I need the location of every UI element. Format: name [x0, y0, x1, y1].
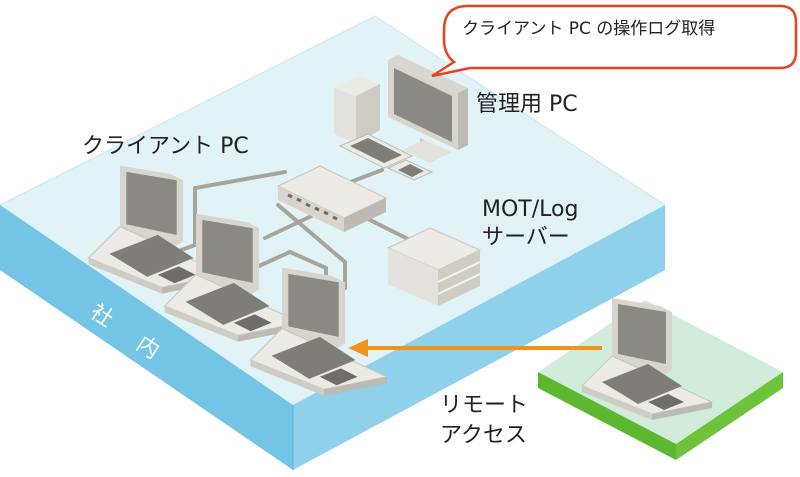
- remote-label-line1: リモート: [440, 393, 529, 418]
- client-pc-label: クライアント PC: [82, 134, 249, 159]
- server-label-line2: サーバー: [482, 225, 570, 250]
- remote-access-arrow: [348, 339, 602, 357]
- internal-network-zone: [0, 15, 666, 471]
- server-label-line1: MOT/Log: [482, 197, 579, 222]
- callout-label: クライアント PC の操作ログ取得: [462, 19, 716, 39]
- admin-pc-label: 管理用 PC: [476, 92, 578, 117]
- admin-pc: [334, 55, 468, 181]
- remote-label-line2: アクセス: [440, 423, 527, 448]
- mot-log-server: [386, 227, 482, 306]
- network-switch: [276, 165, 388, 232]
- callout-bubble: [431, 4, 798, 78]
